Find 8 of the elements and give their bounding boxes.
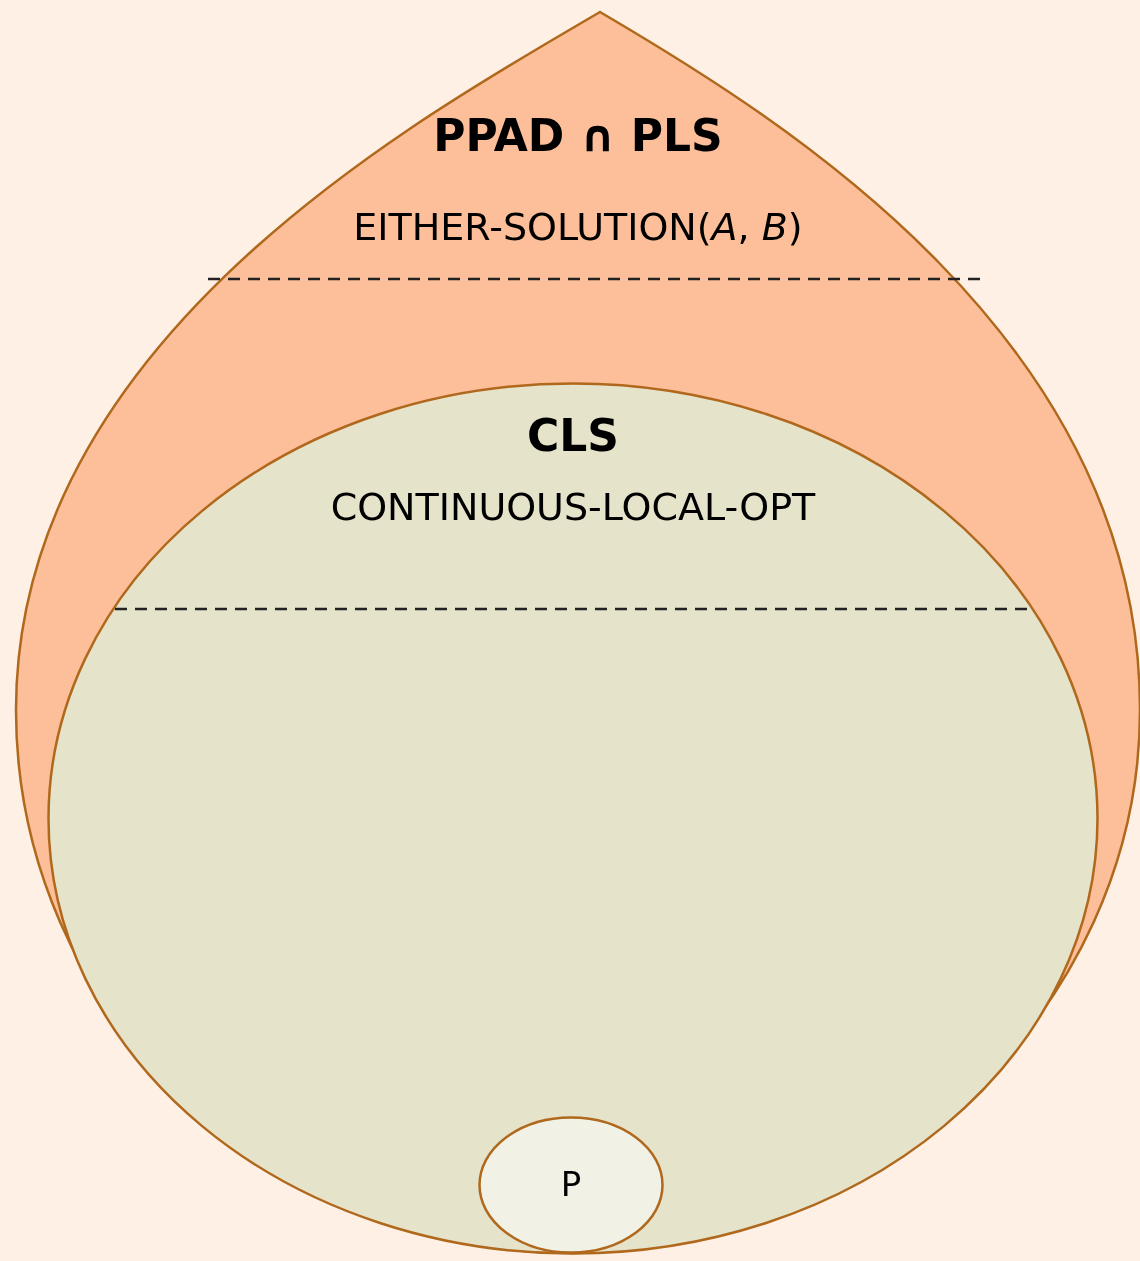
class-ellipse (478, 1116, 664, 1254)
class-region (16, 10, 1140, 1255)
class-name: CLS (527, 410, 619, 461)
problem-name: CONTINUOUS-LOCAL-OPT (330, 485, 816, 529)
class-name: PPAD ∩ PLS (433, 110, 723, 161)
problem-name: EITHER-SOLUTION(A, B) (353, 205, 803, 249)
class-name: P (560, 1164, 582, 1204)
class-ellipse (47, 382, 1099, 1255)
